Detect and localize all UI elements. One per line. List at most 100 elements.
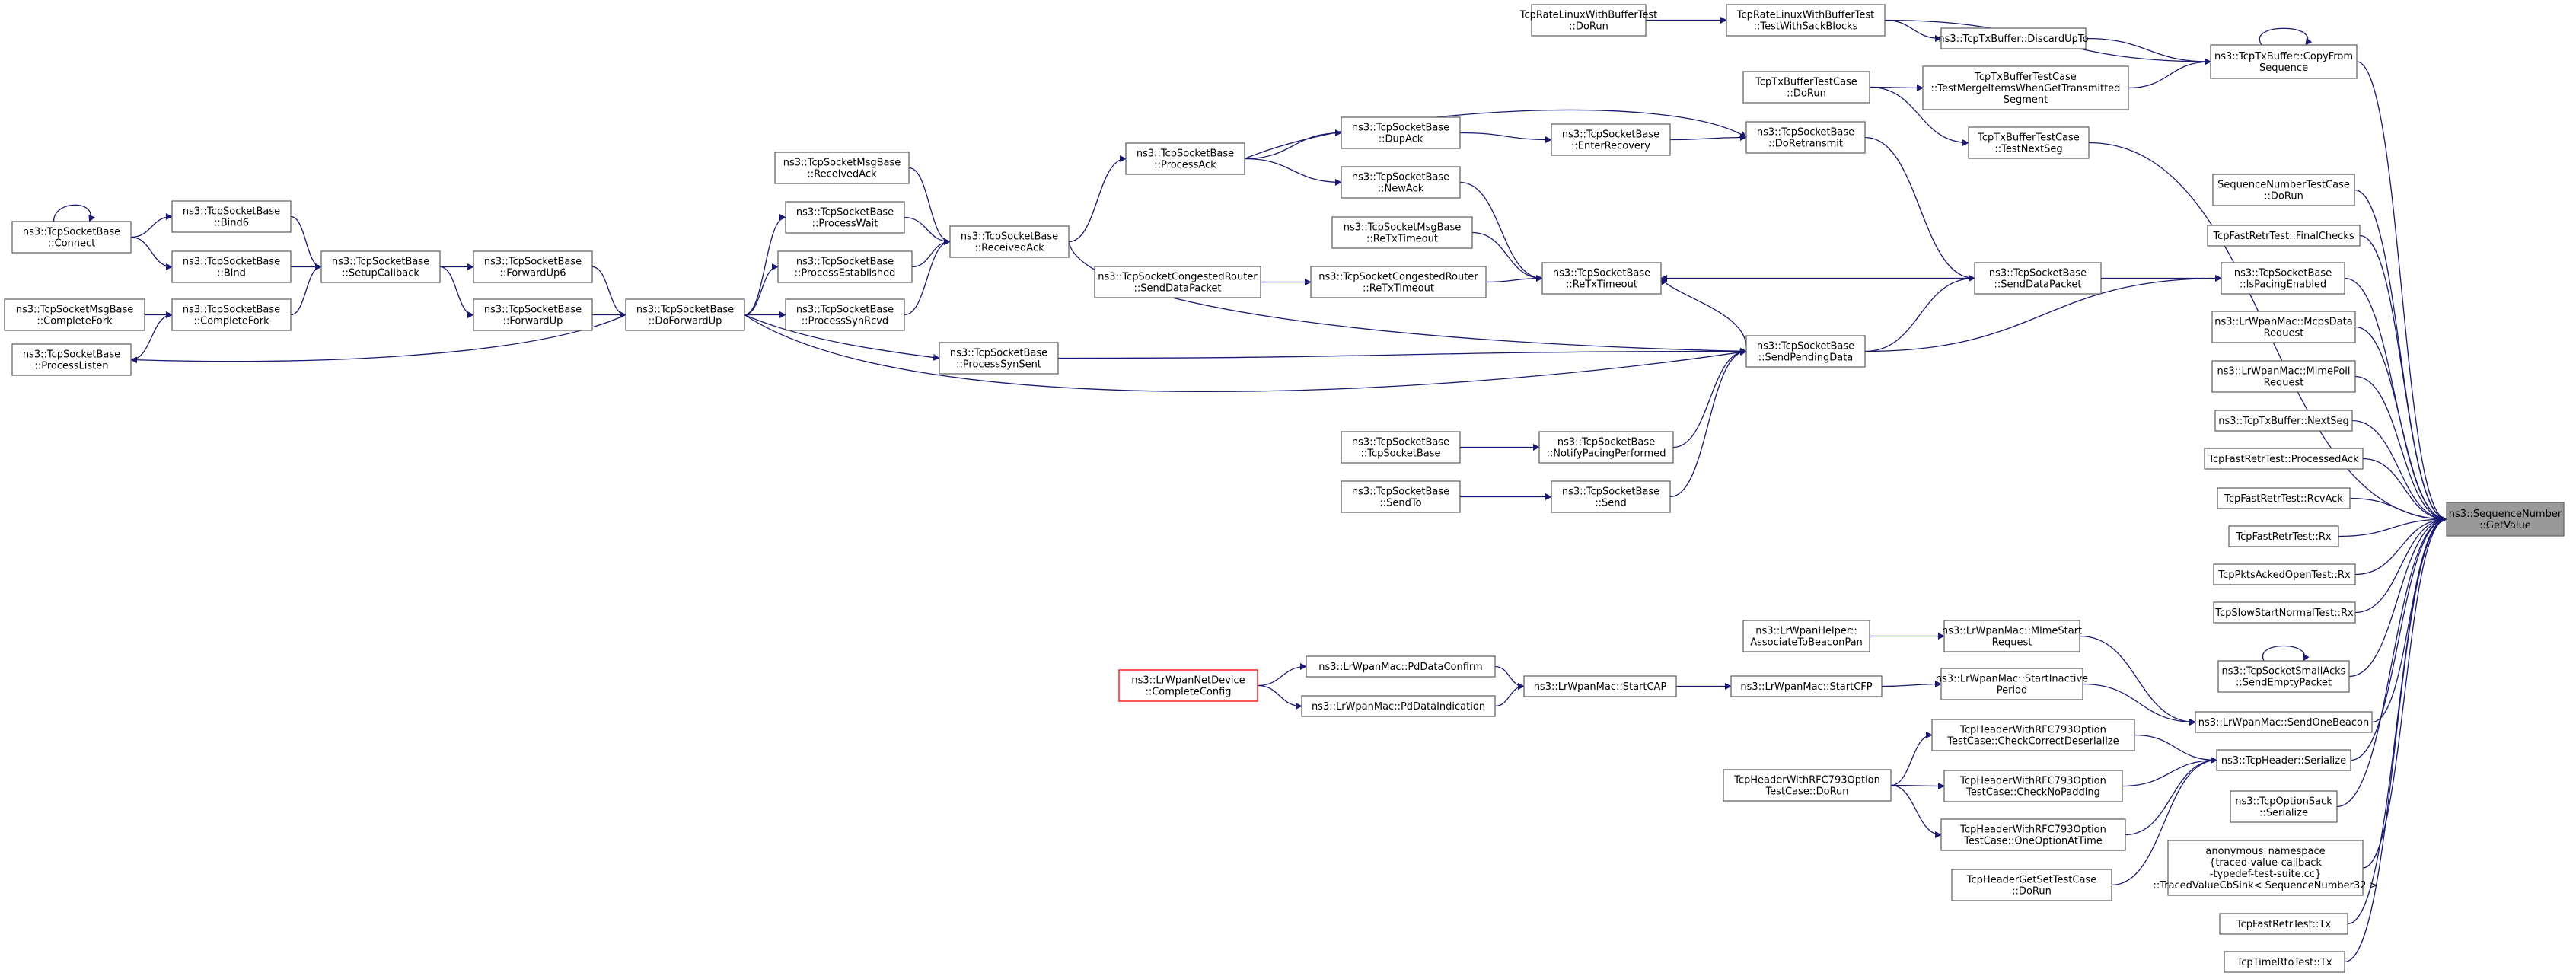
node-sack-empty[interactable]: ns3::TcpSocketSmallAcks::SendEmptyPacket xyxy=(2217,660,2350,693)
node-setupcb[interactable]: ns3::TcpSocketBase::SetupCallback xyxy=(320,250,441,283)
node-rl-sack[interactable]: TcpRateLinuxWithBufferTest::TestWithSack… xyxy=(1726,4,1886,37)
node-box[interactable] xyxy=(2195,711,2373,733)
node-box[interactable] xyxy=(939,342,1059,375)
node-box[interactable] xyxy=(1940,818,2126,851)
node-netdev[interactable]: ns3::LrWpanNetDevice::CompleteConfig xyxy=(1118,669,1258,702)
node-box[interactable] xyxy=(1341,431,1461,464)
node-box[interactable] xyxy=(1730,675,1883,697)
node-startcfp[interactable]: ns3::LrWpanMac::StartCFP xyxy=(1730,675,1883,697)
node-box[interactable] xyxy=(4,298,145,331)
node-fwd[interactable]: ns3::TcpSocketBase::ForwardUp xyxy=(473,298,593,331)
node-box[interactable] xyxy=(2207,225,2361,247)
node-box[interactable] xyxy=(1745,121,1866,154)
node-box[interactable] xyxy=(1341,166,1461,199)
node-fwd6[interactable]: ns3::TcpSocketBase::ForwardUp6 xyxy=(473,250,593,283)
node-connect[interactable]: ns3::TcpSocketBase::Connect xyxy=(11,221,132,254)
node-box[interactable] xyxy=(11,343,132,376)
node-box[interactable] xyxy=(1951,869,2112,901)
node-box[interactable] xyxy=(1118,669,1258,702)
node-cong-retx[interactable]: ns3::TcpSocketCongestedRouter::ReTxTimeo… xyxy=(1310,266,1487,298)
node-pdind[interactable]: ns3::LrWpanMac::PdDataIndication xyxy=(1301,695,1496,717)
node-box[interactable] xyxy=(1943,620,2080,652)
node-box[interactable] xyxy=(1922,65,2129,110)
node-ispacing[interactable]: ns3::TcpSocketBase::IsPacingEnabled xyxy=(2221,262,2345,295)
node-ss-rx[interactable]: TcpSlowStartNormalTest::Rx xyxy=(2213,601,2356,624)
node-box[interactable] xyxy=(2214,410,2353,432)
node-box[interactable] xyxy=(949,225,1070,258)
node-box[interactable] xyxy=(473,250,593,283)
node-psynsent[interactable]: ns3::TcpSocketBase::ProcessSynSent xyxy=(939,342,1059,375)
node-box[interactable] xyxy=(1940,27,2087,49)
node-box[interactable] xyxy=(2219,913,2348,935)
node-box[interactable] xyxy=(171,200,292,233)
node-box[interactable] xyxy=(1094,266,1261,298)
node-ctor[interactable]: ns3::TcpSocketBase::TcpSocketBase xyxy=(1341,431,1461,464)
node-plisten[interactable]: ns3::TcpSocketBase::ProcessListen xyxy=(11,343,132,376)
node-box[interactable] xyxy=(774,152,910,184)
node-dofwd[interactable]: ns3::TcpSocketBase::DoForwardUp xyxy=(625,298,745,331)
node-box[interactable] xyxy=(2211,311,2356,343)
node-box[interactable] xyxy=(2224,951,2345,973)
node-box[interactable] xyxy=(2212,174,2355,206)
node-processack[interactable]: ns3::TcpSocketBase::ProcessAck xyxy=(1125,142,1245,175)
node-box[interactable] xyxy=(785,201,905,234)
node-gv[interactable]: ns3::SequenceNumber::GetValue xyxy=(2446,502,2565,537)
node-hdr-deser[interactable]: TcpHeaderWithRFC793OptionTestCase::Check… xyxy=(1931,719,2135,751)
node-box[interactable] xyxy=(1301,695,1496,717)
node-box[interactable] xyxy=(1745,335,1866,368)
node-box[interactable] xyxy=(2210,44,2358,79)
node-box[interactable] xyxy=(1541,262,1662,295)
node-nextseg[interactable]: ns3::TcpTxBuffer::NextSeg xyxy=(2214,410,2353,432)
node-frt-final[interactable]: TcpFastRetrTest::FinalChecks xyxy=(2207,225,2361,247)
node-startcap[interactable]: ns3::LrWpanMac::StartCAP xyxy=(1523,675,1677,697)
node-tbt-dorun[interactable]: TcpTxBufferTestCase::DoRun xyxy=(1742,71,1870,104)
node-recvack[interactable]: ns3::TcpSocketBase::ReceivedAck xyxy=(949,225,1070,258)
node-box[interactable] xyxy=(171,250,292,283)
node-frt-rxack[interactable]: TcpFastRetrTest::RcvAck xyxy=(2217,487,2351,509)
node-box[interactable] xyxy=(1531,4,1647,37)
node-sendbeacon[interactable]: ns3::LrWpanMac::SendOneBeacon xyxy=(2195,711,2373,733)
node-box[interactable] xyxy=(1310,266,1487,298)
node-frt-tx[interactable]: TcpFastRetrTest::Tx xyxy=(2219,913,2348,935)
node-box[interactable] xyxy=(2446,502,2565,537)
node-frt-rx[interactable]: TcpFastRetrTest::Rx xyxy=(2228,525,2339,547)
node-pest[interactable]: ns3::TcpSocketBase::ProcessEstablished xyxy=(777,250,913,283)
node-box[interactable] xyxy=(1341,480,1461,513)
node-rl-dorun[interactable]: TcpRateLinuxWithBufferTest::DoRun xyxy=(1519,4,1658,37)
node-box[interactable] xyxy=(1331,216,1473,249)
node-senddata[interactable]: ns3::TcpSocketBase::SendDataPacket xyxy=(1974,262,2102,295)
node-bind6[interactable]: ns3::TcpSocketBase::Bind6 xyxy=(171,200,292,233)
node-pdconfirm[interactable]: ns3::LrWpanMac::PdDataConfirm xyxy=(1306,655,1496,678)
node-hdrget[interactable]: TcpHeaderGetSetTestCase::DoRun xyxy=(1951,869,2112,901)
node-notify[interactable]: ns3::TcpSocketBase::NotifyPacingPerforme… xyxy=(1538,431,1674,464)
node-pkts-rx[interactable]: TcpPktsAckedOpenTest::Rx xyxy=(2213,563,2356,585)
node-tbt-next[interactable]: TcpTxBufferTestCase::TestNextSeg xyxy=(1968,126,2090,159)
node-snt[interactable]: SequenceNumberTestCase::DoRun xyxy=(2212,174,2355,206)
node-optsack-ser[interactable]: ns3::TcpOptionSack::Serialize xyxy=(2230,790,2338,823)
node-box[interactable] xyxy=(1538,431,1674,464)
node-box[interactable] xyxy=(2228,525,2339,547)
node-hdr-nopad[interactable]: TcpHeaderWithRFC793OptionTestCase::Check… xyxy=(1943,770,2123,802)
node-box[interactable] xyxy=(1523,675,1677,697)
node-box[interactable] xyxy=(1943,770,2123,802)
node-box[interactable] xyxy=(1974,262,2102,295)
node-box[interactable] xyxy=(473,298,593,331)
node-helper[interactable]: ns3::LrWpanHelper::AssociateToBeaconPan xyxy=(1742,620,1870,652)
node-box[interactable] xyxy=(2204,448,2364,470)
node-box[interactable] xyxy=(2217,660,2350,693)
node-rto-tx[interactable]: TcpTimeRtoTest::Tx xyxy=(2224,951,2345,973)
node-sendpending[interactable]: ns3::TcpSocketBase::SendPendingData xyxy=(1745,335,1866,368)
node-psynrcvd[interactable]: ns3::TcpSocketBase::ProcessSynRcvd xyxy=(785,298,905,331)
node-box[interactable] xyxy=(2167,840,2364,896)
node-box[interactable] xyxy=(171,298,292,331)
node-box[interactable] xyxy=(625,298,745,331)
node-box[interactable] xyxy=(1968,126,2090,159)
node-frt-pack[interactable]: TcpFastRetrTest::ProcessedAck xyxy=(2204,448,2364,470)
node-tbt-merge[interactable]: TcpTxBufferTestCase::TestMergeItemsWhenG… xyxy=(1922,65,2129,110)
